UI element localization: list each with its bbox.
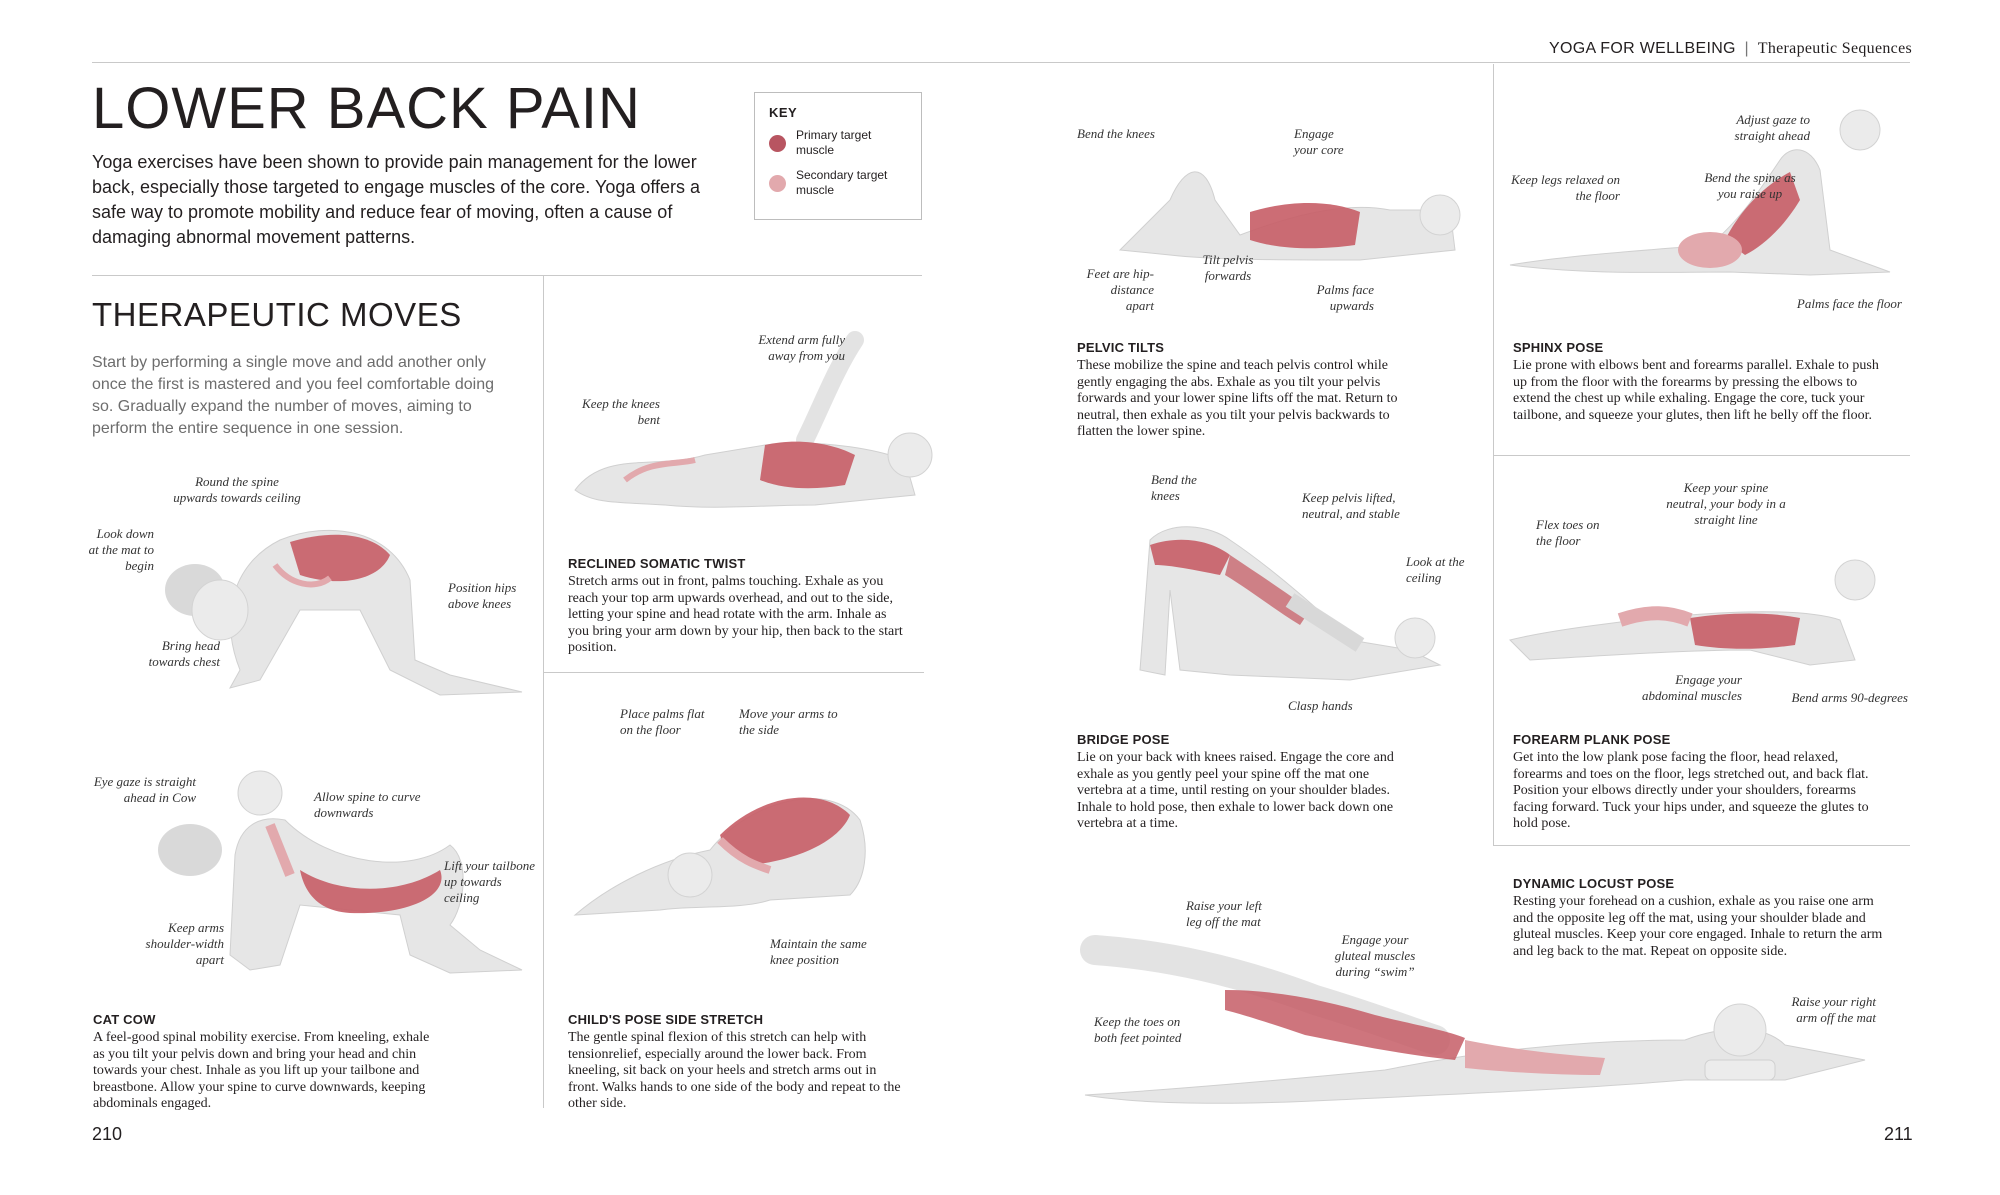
key-label: Primary target muscle	[796, 128, 872, 157]
sphinx-body: Lie prone with elbows bent and forearms …	[1513, 358, 1879, 423]
label-allow-spine: Allow spine to curve downwards	[314, 789, 421, 820]
label-maintain-knee: Maintain the same knee position	[770, 936, 867, 967]
page-number-right: 211	[1884, 1124, 1913, 1144]
plank-body: Get into the low plank pose facing the f…	[1513, 750, 1869, 831]
label-lift-tailbone: Lift your tailbone up towards ceiling	[444, 858, 535, 905]
reclined-twist-caption: RECLINED SOMATIC TWIST Stretch arms out …	[568, 556, 908, 657]
key-legend: KEY Primary target muscle Secondary targ…	[754, 92, 922, 220]
key-label: Secondary target muscle	[796, 168, 888, 197]
bridge-caption: BRIDGE POSE Lie on your back with knees …	[1077, 732, 1417, 833]
label-round-spine: Round the spine upwards towards ceiling	[173, 474, 301, 505]
label-engage-abs: Engage your abdominal muscles	[1641, 672, 1742, 703]
label-eye-gaze: Eye gaze is straight ahead in Cow	[93, 774, 196, 805]
label-raise-leg: Raise your left leg off the mat	[1186, 898, 1262, 929]
label-feet-apart: Feet are hip-distance apart	[1086, 266, 1154, 313]
bridge-title: BRIDGE POSE	[1077, 732, 1170, 747]
childs-pose-title: CHILD'S POSE SIDE STRETCH	[568, 1012, 764, 1027]
left-row-divider	[544, 672, 924, 673]
section-heading: THERAPEUTIC MOVES	[92, 296, 462, 333]
section-intro: Start by performing a single move and ad…	[92, 354, 494, 437]
sphinx-title: SPHINX POSE	[1513, 340, 1604, 355]
label-tilt-pelvis: Tilt pelvis forwards	[1202, 252, 1254, 283]
label-keep-spine: Keep your spine neutral, your body in a …	[1666, 480, 1786, 527]
header-separator: |	[1744, 40, 1750, 57]
page-number-left: 210	[92, 1124, 123, 1144]
intro-rule	[92, 275, 922, 276]
label-look-ceiling: Look at the ceiling	[1406, 554, 1465, 585]
reclined-twist-body: Stretch arms out in front, palms touchin…	[568, 574, 903, 655]
pelvic-tilts-body: These mobilize the spine and teach pelvi…	[1077, 358, 1398, 439]
label-bend-spine: Bend the spine as you raise up	[1704, 170, 1796, 201]
label-keep-toes: Keep the toes on both feet pointed	[1094, 1014, 1182, 1045]
cat-pose-illustration	[165, 529, 523, 696]
label-clasp-hands: Clasp hands	[1288, 698, 1353, 713]
label-look-down: Look down at the mat to begin	[88, 526, 154, 573]
running-header: YOGA FOR WELLBEING | Therapeutic Sequenc…	[1549, 40, 1912, 58]
key-item-primary: Primary target muscle	[769, 128, 907, 158]
intro-text: Yoga exercises have been shown to provid…	[92, 152, 701, 247]
childs-pose-illustration	[573, 797, 866, 916]
cow-pose-illustration	[158, 770, 523, 974]
header-subsection: Therapeutic Sequences	[1757, 40, 1912, 57]
label-flex-toes: Flex toes on the floor	[1536, 517, 1600, 548]
label-raise-arm: Raise your right arm off the mat	[1791, 994, 1877, 1025]
label-engage-core: Engage your core	[1294, 126, 1344, 157]
label-keep-pelvis: Keep pelvis lifted, neutral, and stable	[1302, 490, 1400, 521]
label-move-arms: Move your arms to the side	[739, 706, 838, 737]
childs-pose-body: The gentle spinal flexion of this stretc…	[568, 1030, 901, 1111]
label-keep-knees: Keep the knees bent	[582, 396, 660, 427]
sphinx-pose-illustration	[1509, 109, 1891, 276]
top-rule	[92, 62, 1910, 63]
reclined-twist-illustration	[574, 331, 933, 508]
left-column-divider	[543, 276, 544, 1108]
cat-cow-body: A feel-good spinal mobility exercise. Fr…	[93, 1030, 430, 1111]
secondary-swatch	[769, 174, 786, 192]
right-row-divider-2	[1494, 845, 1910, 846]
label-extend-arm: Extend arm fully away from you	[758, 332, 845, 363]
header-section: YOGA FOR WELLBEING	[1549, 40, 1736, 57]
pelvic-tilts-illustration	[1118, 171, 1461, 261]
plank-title: FOREARM PLANK POSE	[1513, 732, 1671, 747]
label-adjust-gaze: Adjust gaze to straight ahead	[1734, 112, 1810, 143]
locust-body: Resting your forehead on a cushion, exha…	[1513, 894, 1883, 959]
key-title: KEY	[769, 105, 798, 120]
pelvic-tilts-title: PELVIC TILTS	[1077, 340, 1165, 355]
label-place-palms: Place palms flat on the floor	[620, 706, 705, 737]
reclined-twist-title: RECLINED SOMATIC TWIST	[568, 556, 746, 571]
cat-cow-caption: CAT COW A feel-good spinal mobility exer…	[93, 1012, 433, 1113]
cat-cow-title: CAT COW	[93, 1012, 156, 1027]
page-title: LOWER BACK PAIN	[92, 76, 641, 141]
label-bend-knees: Bend the knees	[1077, 126, 1155, 141]
forearm-plank-illustration	[1509, 559, 1876, 666]
label-bridge-bend-knees: Bend the knees	[1151, 472, 1197, 503]
right-row-divider-1	[1494, 455, 1910, 456]
plank-caption: FOREARM PLANK POSE Get into the low plan…	[1513, 732, 1883, 833]
label-bring-head: Bring head towards chest	[148, 638, 220, 669]
label-keep-arms: Keep arms shoulder-width apart	[145, 920, 224, 967]
locust-pose-illustration	[1080, 935, 1866, 1104]
locust-caption: DYNAMIC LOCUST POSE Resting your forehea…	[1513, 876, 1883, 960]
primary-swatch	[769, 134, 786, 152]
label-position-hips: Position hips above knees	[448, 580, 517, 611]
pelvic-tilts-caption: PELVIC TILTS These mobilize the spine an…	[1077, 340, 1417, 441]
label-palms-up: Palms face upwards	[1316, 282, 1374, 313]
label-bend-arms: Bend arms 90-degrees	[1791, 690, 1909, 705]
sphinx-caption: SPHINX POSE Lie prone with elbows bent a…	[1513, 340, 1883, 424]
key-item-secondary: Secondary target muscle	[769, 168, 907, 198]
label-keep-legs: Keep legs relaxed on the floor	[1511, 172, 1620, 203]
label-palms-floor: Palms face the floor	[1796, 296, 1902, 311]
locust-title: DYNAMIC LOCUST POSE	[1513, 876, 1675, 891]
label-engage-glutes: Engage your gluteal muscles during “swim…	[1334, 932, 1416, 979]
bridge-body: Lie on your back with knees raised. Enga…	[1077, 750, 1394, 831]
bridge-pose-illustration	[1139, 526, 1442, 681]
right-column-divider	[1493, 64, 1494, 846]
childs-pose-caption: CHILD'S POSE SIDE STRETCH The gentle spi…	[568, 1012, 908, 1113]
